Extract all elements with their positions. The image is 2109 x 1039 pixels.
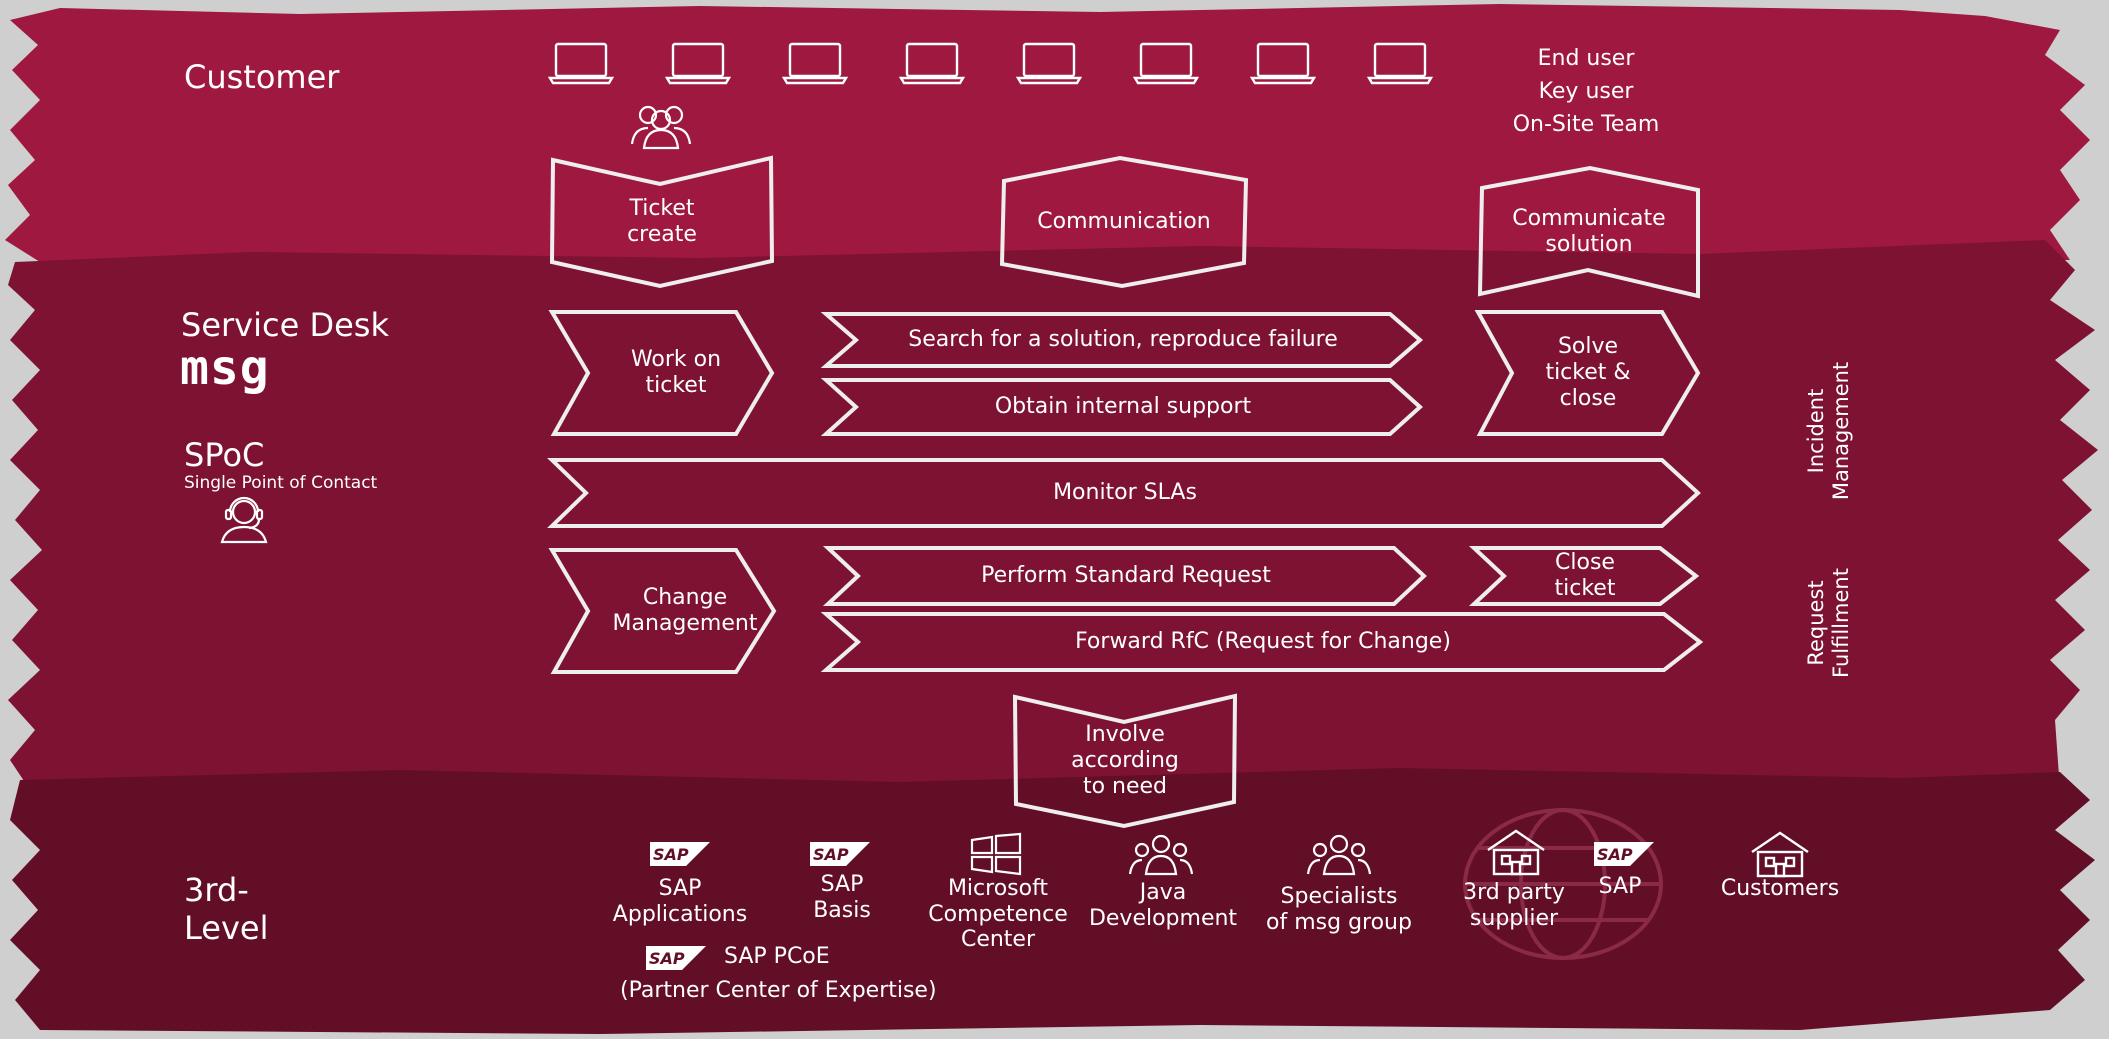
communicate-solution-step: Communicate solution [1477, 165, 1700, 299]
java-development-label: Java Development [1088, 880, 1238, 931]
close-ticket-label: Close ticket [1554, 550, 1616, 601]
monitor-slas-label: Monitor SLAs [1053, 480, 1197, 506]
sap-pcoe-subtitle: (Partner Center of Expertise) [620, 978, 937, 1003]
role-on-site-team: On-Site Team [1512, 112, 1660, 137]
sap-basis-label: SAP Basis [813, 872, 871, 923]
specialists-label: Specialists of msg group [1266, 884, 1412, 935]
role-end-user: End user [1537, 46, 1635, 71]
microsoft-competence-center-label: Microsoft Competence Center [928, 876, 1068, 953]
windows-logo-icon [970, 832, 1022, 878]
customer-lane-band [5, 4, 2090, 262]
laptop-icon [664, 40, 732, 90]
forward-rfc-label: Forward RfC (Request for Change) [1075, 629, 1451, 655]
ticket-create-step: Ticket create [549, 155, 775, 289]
solve-close-step: Solve ticket & close [1474, 310, 1701, 436]
agent-headset-icon [214, 492, 274, 548]
laptop-icon [1366, 40, 1434, 90]
lane-title-third-level: 3rd- Level [184, 871, 269, 947]
laptop-icon [898, 40, 966, 90]
msg-logo: msg [180, 340, 270, 396]
lane-title-service-desk: Service Desk [181, 306, 389, 344]
laptop-icon [547, 40, 615, 90]
work-on-ticket-label: Work on ticket [630, 347, 722, 398]
lane-title-spoc: SPoC [184, 436, 265, 474]
work-on-ticket-step: Work on ticket [548, 310, 775, 436]
role-key-user: Key user [1538, 79, 1634, 104]
laptop-icon [781, 40, 849, 90]
spoc-subtitle: Single Point of Contact [184, 473, 378, 493]
third-party-supplier-label: 3rd party supplier [1463, 880, 1565, 931]
communication-label: Communication [1037, 209, 1211, 235]
user-group-icon [628, 100, 694, 154]
search-solution-step: Search for a solution, reproduce failure [820, 312, 1424, 368]
svg-text:SAP: SAP [649, 949, 685, 968]
svg-text:SAP: SAP [653, 845, 689, 864]
obtain-support-label: Obtain internal support [994, 394, 1252, 420]
perform-standard-request-label: Perform Standard Request [981, 563, 1271, 589]
sap-logo-icon: SAP [810, 842, 870, 866]
sap-label: SAP [1598, 874, 1642, 899]
building-icon [1484, 828, 1548, 880]
communication-step: Communication [999, 155, 1249, 289]
incident-management-label: Incident Management [1804, 361, 1854, 501]
obtain-support-step: Obtain internal support [820, 378, 1423, 436]
solve-close-label: Solve ticket & close [1545, 334, 1631, 411]
involve-step: Involve according to need [1012, 693, 1238, 829]
svg-text:SAP: SAP [813, 845, 849, 864]
forward-rfc-step: Forward RfC (Request for Change) [820, 612, 1704, 672]
customers-label: Customers [1720, 876, 1840, 901]
communicate-solution-label: Communicate solution [1512, 206, 1666, 257]
laptop-icon [1249, 40, 1317, 90]
customer-roles: End user Key user On-Site Team [1500, 42, 1672, 141]
monitor-slas-step: Monitor SLAs [547, 458, 1701, 528]
laptop-icon [1132, 40, 1200, 90]
sap-logo-icon: SAP [1594, 842, 1654, 866]
perform-standard-request-step: Perform Standard Request [822, 546, 1427, 606]
search-solution-label: Search for a solution, reproduce failure [908, 327, 1338, 353]
sap-logo-icon: SAP [646, 946, 706, 970]
specialist-group-icon [1306, 834, 1372, 880]
sap-logo-icon: SAP [650, 842, 710, 866]
developer-group-icon [1128, 834, 1194, 880]
request-fulfillment-label: Request Fulfillment [1804, 568, 1854, 678]
svg-text:SAP: SAP [1597, 845, 1633, 864]
involve-label: Involve according to need [1071, 722, 1179, 799]
service-lane-band [8, 240, 2098, 790]
lane-title-customer: Customer [184, 58, 340, 96]
change-management-label: Change Management [612, 585, 758, 636]
third-level-lane-band [10, 768, 2095, 1034]
sap-applications-label: SAP Applications [612, 876, 748, 927]
customer-building-icon [1748, 830, 1812, 882]
sap-pcoe-label: SAP PCoE [724, 944, 830, 969]
ticket-create-label: Ticket create [627, 196, 697, 247]
laptop-icon [1015, 40, 1083, 90]
close-ticket-step: Close ticket [1468, 546, 1700, 606]
change-management-step: Change Management [548, 548, 777, 674]
